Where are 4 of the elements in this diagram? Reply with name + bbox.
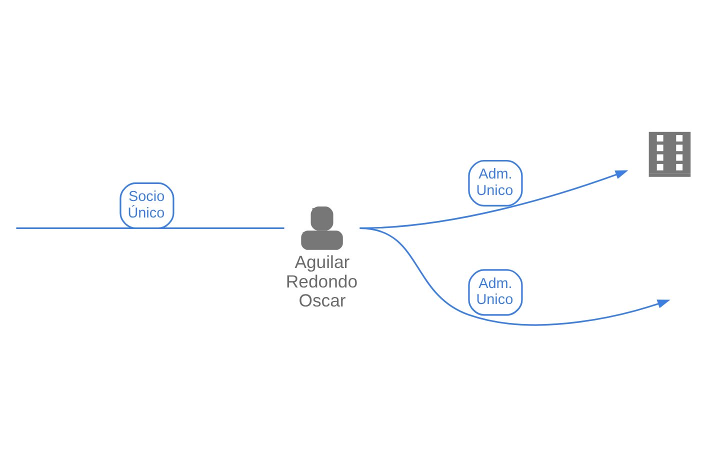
edge-label: Adm. Unico xyxy=(476,275,514,308)
edge-label: Adm. Unico xyxy=(476,166,514,198)
edge-label: Socio Único xyxy=(128,188,165,221)
node-label: Aguilar Redondo Oscar xyxy=(286,252,358,310)
